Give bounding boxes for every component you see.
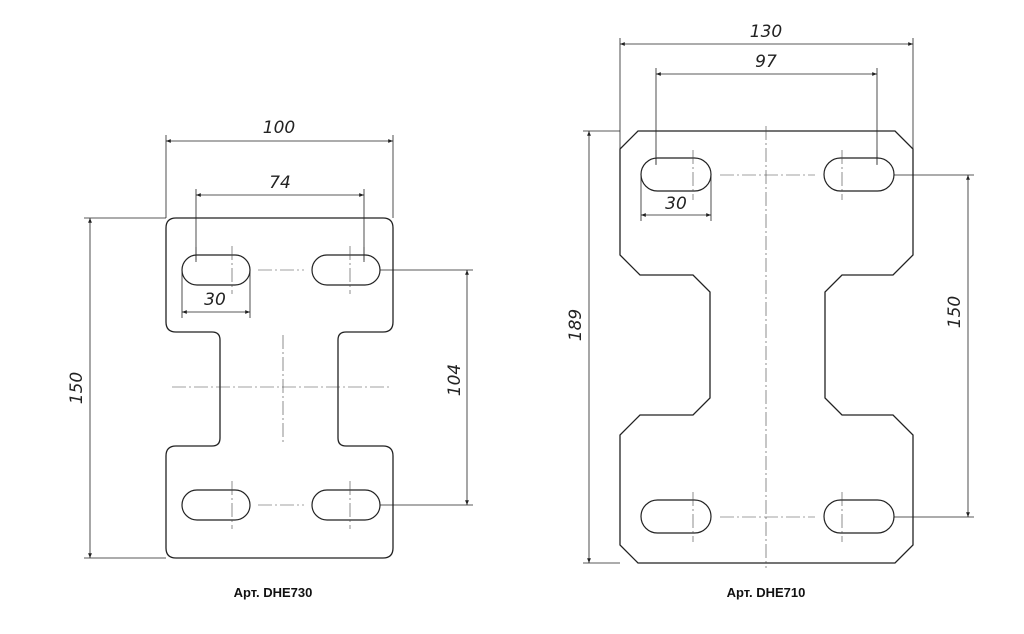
slot-top-right xyxy=(311,254,381,286)
dim-label-vertical-slot-spacing-dhe710: 150 xyxy=(945,296,965,328)
dim-height-dhe710: 189 xyxy=(566,130,620,564)
slot-top-right xyxy=(823,157,895,192)
dim-label-slot-spacing-dhe710: 97 xyxy=(755,52,777,72)
slot-bottom-left xyxy=(640,499,712,534)
plate-outline-dhe730 xyxy=(165,217,394,559)
caption-dhe710: Арт. DHE710 xyxy=(727,585,806,600)
drawing-dhe710: 130 97 30 189 150 xyxy=(566,22,974,600)
slot-bottom-right xyxy=(823,499,895,534)
dim-slot-length-dhe730: 30 xyxy=(181,270,251,318)
dim-width-dhe730: 100 xyxy=(165,118,394,218)
dim-label-slot-spacing-dhe730: 74 xyxy=(269,173,291,193)
drawing-dhe730: 100 74 30 150 104 xyxy=(67,118,473,600)
dim-label-width-dhe730: 100 xyxy=(263,118,295,138)
center-lines-dhe730 xyxy=(172,246,390,529)
dim-label-vertical-slot-spacing-dhe730: 104 xyxy=(445,364,465,396)
dim-label-slot-length-dhe710: 30 xyxy=(665,194,687,214)
slots-dhe710 xyxy=(640,157,895,534)
dim-slot-length-dhe710: 30 xyxy=(640,175,712,221)
slot-bottom-right xyxy=(311,489,381,521)
dim-label-height-dhe730: 150 xyxy=(67,372,87,404)
dim-vertical-slot-spacing-dhe730: 104 xyxy=(380,269,473,506)
center-lines-dhe710 xyxy=(655,126,878,568)
slot-bottom-left xyxy=(181,489,251,521)
slot-top-left xyxy=(640,157,712,192)
dim-width-dhe710: 130 xyxy=(619,22,914,149)
slot-top-left xyxy=(181,254,251,286)
dim-label-width-dhe710: 130 xyxy=(750,22,782,42)
dim-vertical-slot-spacing-dhe710: 150 xyxy=(894,174,974,518)
dim-label-height-dhe710: 189 xyxy=(566,309,586,341)
dim-height-dhe730: 150 xyxy=(67,217,166,559)
plate-outline-dhe710 xyxy=(619,130,914,564)
dim-slot-spacing-dhe730: 74 xyxy=(195,173,365,262)
caption-dhe730: Арт. DHE730 xyxy=(234,585,313,600)
dim-slot-spacing-dhe710: 97 xyxy=(655,52,878,165)
dim-label-slot-length-dhe730: 30 xyxy=(204,290,226,310)
